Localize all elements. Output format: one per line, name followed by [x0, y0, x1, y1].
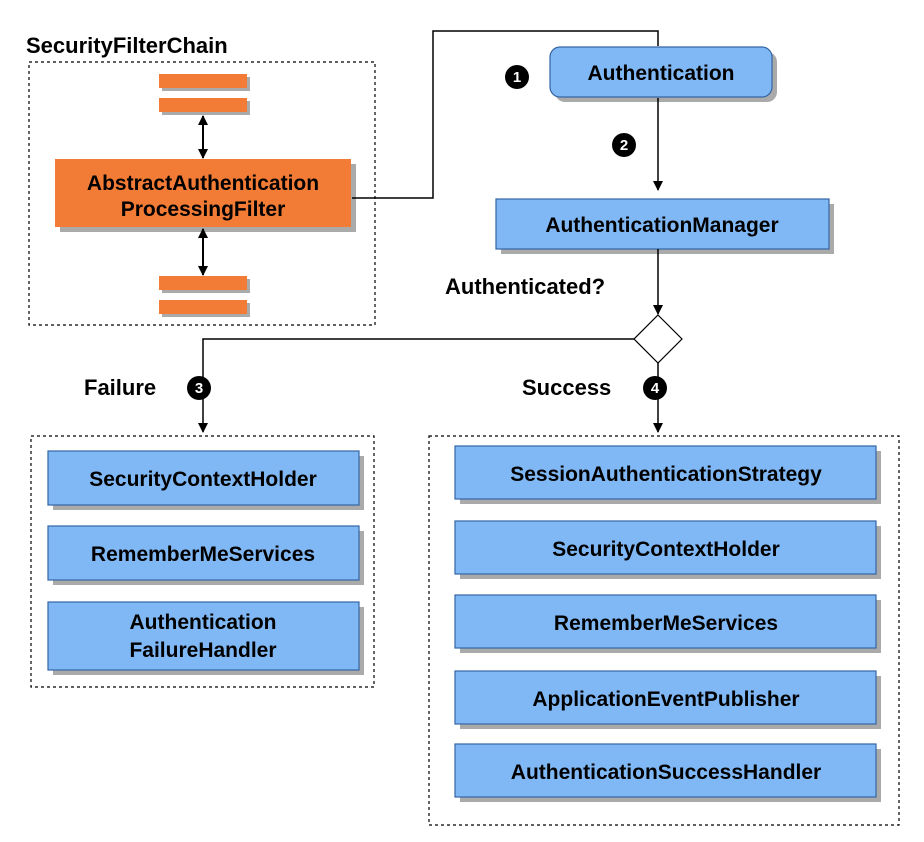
authentication-success-handler-box: [454, 743, 877, 798]
step-1-number: 1: [513, 69, 521, 86]
abstract-authentication-processing-filter: [55, 159, 351, 227]
filter-bar: [159, 74, 247, 88]
step-4-number: 4: [651, 380, 660, 397]
step-3-badge: [187, 376, 211, 400]
failure-remember-me-services-box: [47, 525, 360, 581]
security-filter-chain-container: [28, 61, 376, 326]
success-label: Success: [522, 375, 611, 400]
authentication-success-handler-label: AuthenticationSuccessHandler: [511, 761, 821, 784]
step-3-number: 3: [195, 380, 203, 397]
application-event-publisher-box: [454, 670, 877, 725]
failure-security-context-holder-box: [47, 450, 360, 506]
application-event-publisher-label: ApplicationEventPublisher: [532, 688, 799, 711]
authenticated-question-label: Authenticated?: [445, 274, 605, 299]
authentication-label: Authentication: [588, 62, 735, 85]
authentication-box: [549, 46, 773, 98]
failure-security-context-holder-label: SecurityContextHolder: [89, 468, 317, 491]
filter-to-authentication-connector: [352, 30, 659, 199]
session-authentication-strategy-box: [454, 445, 877, 500]
failure-label: Failure: [84, 375, 156, 400]
step-2-number: 2: [620, 137, 628, 154]
step-1-badge: [505, 65, 529, 89]
processing-filter-label-line2: ProcessingFilter: [121, 198, 286, 221]
success-remember-me-services-box: [454, 594, 877, 649]
security-filter-chain-title: SecurityFilterChain: [26, 33, 228, 58]
authentication-failure-handler-label-line2: FailureHandler: [129, 639, 276, 662]
filter-bar: [159, 300, 247, 314]
authentication-manager-box: [495, 198, 830, 250]
failure-path-arrow: [198, 338, 634, 433]
processing-filter-label-line1: AbstractAuthentication: [87, 172, 319, 195]
authentication-manager-label: AuthenticationManager: [545, 214, 778, 237]
session-authentication-strategy-label: SessionAuthenticationStrategy: [510, 463, 822, 486]
success-security-context-holder-box: [454, 520, 877, 575]
authenticated-decision-diamond: [633, 314, 683, 364]
success-handlers-container: [428, 435, 900, 826]
step-2-badge: [612, 133, 636, 157]
filter-bar: [159, 98, 247, 112]
success-security-context-holder-label: SecurityContextHolder: [552, 538, 780, 561]
authentication-failure-handler-label-line1: Authentication: [130, 611, 277, 634]
step-4-badge: [643, 376, 667, 400]
filter-bar: [159, 276, 247, 290]
success-remember-me-services-label: RememberMeServices: [554, 612, 778, 635]
authentication-failure-handler-box: [47, 601, 360, 671]
failure-remember-me-services-label: RememberMeServices: [91, 543, 315, 566]
failure-handlers-container: [30, 435, 375, 688]
